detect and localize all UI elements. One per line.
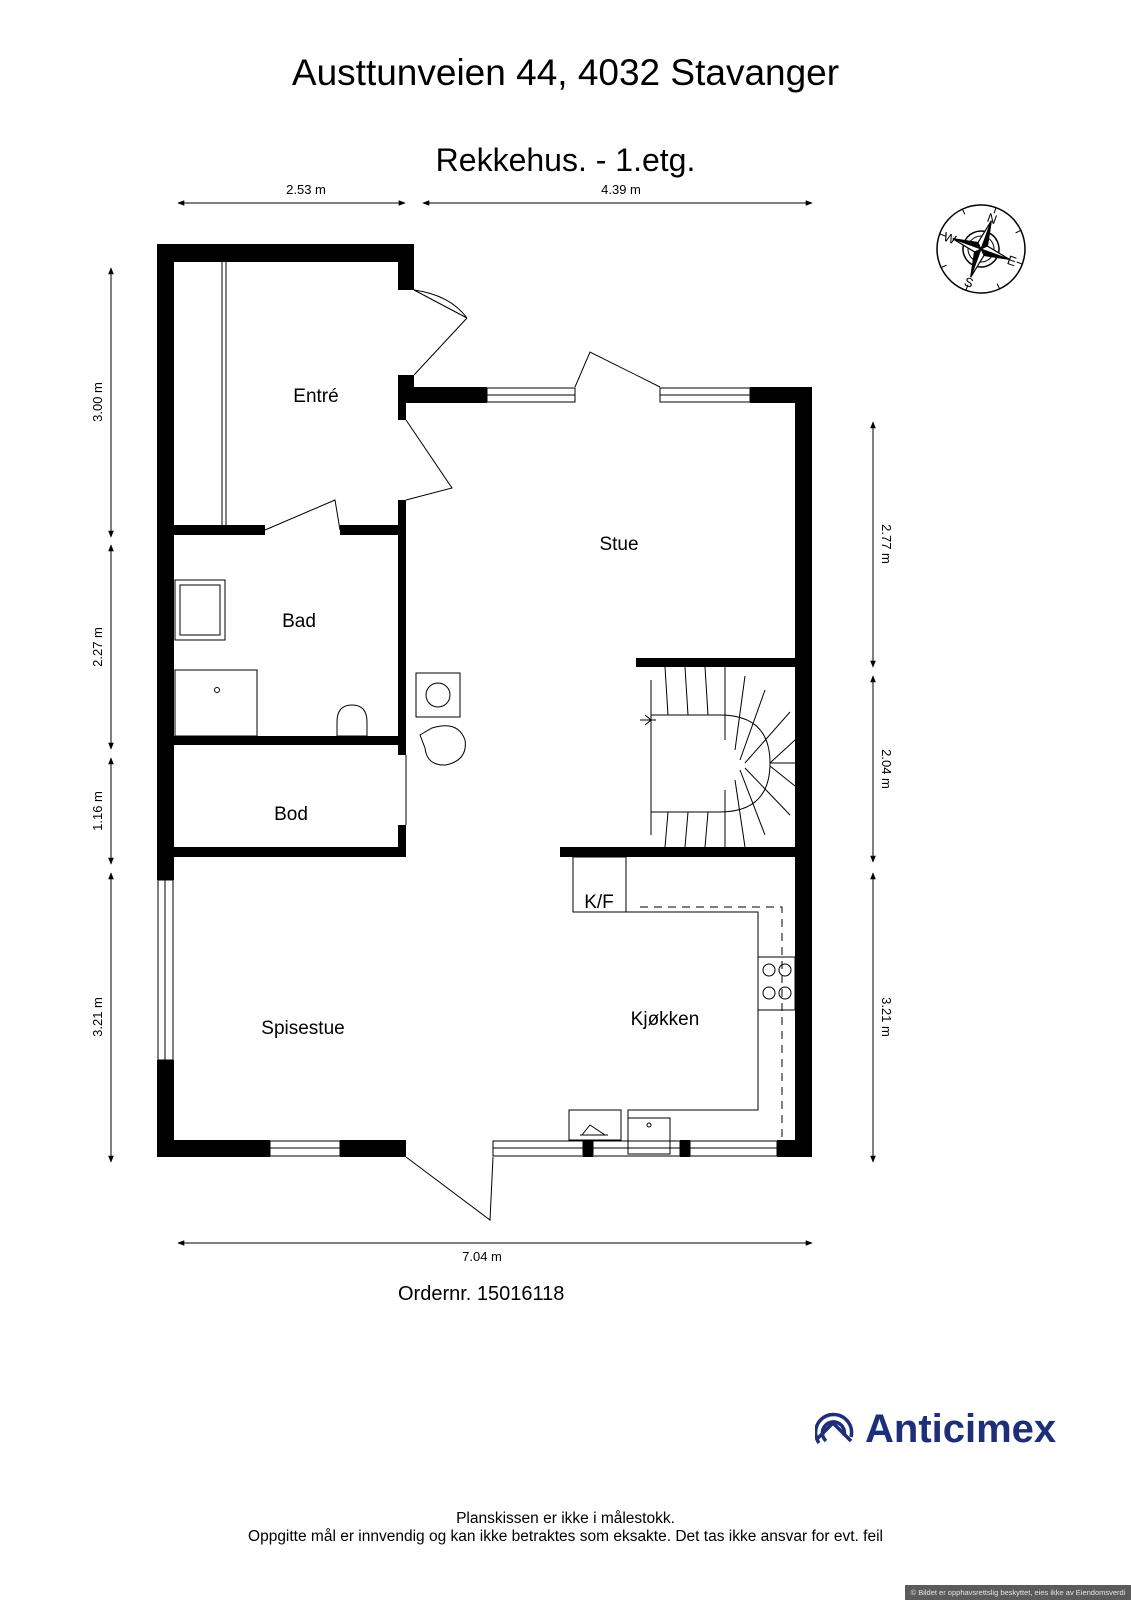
stairs: [640, 666, 796, 848]
room-label-entre: Entré: [293, 386, 338, 407]
dim-bottom: 7.04 m: [462, 1249, 502, 1264]
kitchen-counter: [568, 856, 796, 1155]
page-subtitle: Rekkehus. - 1.etg.: [435, 142, 696, 178]
room-label-spisestue: Spisestue: [261, 1018, 344, 1039]
dim-left-3: 1.16 m: [90, 791, 105, 831]
page-title: Austtunveien 44, 4032 Stavanger: [291, 52, 840, 93]
dim-right-3: 3.21 m: [879, 997, 894, 1037]
compass-s: S: [962, 274, 976, 291]
dim-left-1: 3.00 m: [90, 382, 105, 422]
order-number: Ordernr. 15016118: [398, 1283, 565, 1305]
dim-top-right: 4.39 m: [601, 182, 641, 197]
bathroom-fixtures: [174, 579, 466, 766]
room-label-stue: Stue: [599, 534, 638, 555]
anticimex-logo-text: Anticimex: [865, 1406, 1057, 1451]
disclaimer-line-1: Planskissen er ikke i målestokk.: [456, 1510, 675, 1527]
disclaimer-line-2: Oppgitte mål er innvendig og kan ikke be…: [248, 1528, 883, 1545]
dishwasher-icon: [568, 1109, 622, 1141]
dim-right-1: 2.77 m: [879, 524, 894, 564]
compass-w: W: [941, 229, 958, 248]
toilet-icon: [336, 704, 368, 737]
anticimex-logo: Anticimex: [815, 1406, 1056, 1452]
kitchen-sink-icon: [627, 1117, 671, 1155]
walls: [157, 244, 812, 1157]
sink-icon: [174, 579, 226, 641]
shower-icon: [174, 669, 258, 737]
dim-top-left: 2.53 m: [286, 182, 326, 197]
washer-icon: [415, 672, 461, 718]
dim-left-4: 3.21 m: [90, 997, 105, 1037]
room-label-kf: K/F: [584, 892, 614, 913]
anticimex-logo-icon: [815, 1412, 854, 1445]
room-label-bad: Bad: [282, 611, 316, 632]
disclaimer: Planskissen er ikke i målestokk. Oppgitt…: [0, 1510, 1131, 1546]
compass-icon: N E S W: [936, 204, 1026, 294]
dim-right-2: 2.04 m: [879, 749, 894, 789]
stove-icon: [757, 956, 796, 1011]
dim-left-2: 2.27 m: [90, 627, 105, 667]
copyright-watermark: © Bildet er opphavsrettslig beskyttet, e…: [905, 1585, 1131, 1600]
dimension-lines: [108, 200, 876, 1246]
room-label-bod: Bod: [274, 804, 308, 825]
compass-n: N: [985, 210, 999, 227]
doors: [221, 262, 661, 1221]
fridge-freezer: [572, 856, 627, 913]
room-label-kjokken: Kjøkken: [631, 1009, 700, 1030]
compass-e: E: [1005, 252, 1019, 269]
chair-icon: [419, 725, 466, 766]
windows: [157, 387, 778, 1157]
